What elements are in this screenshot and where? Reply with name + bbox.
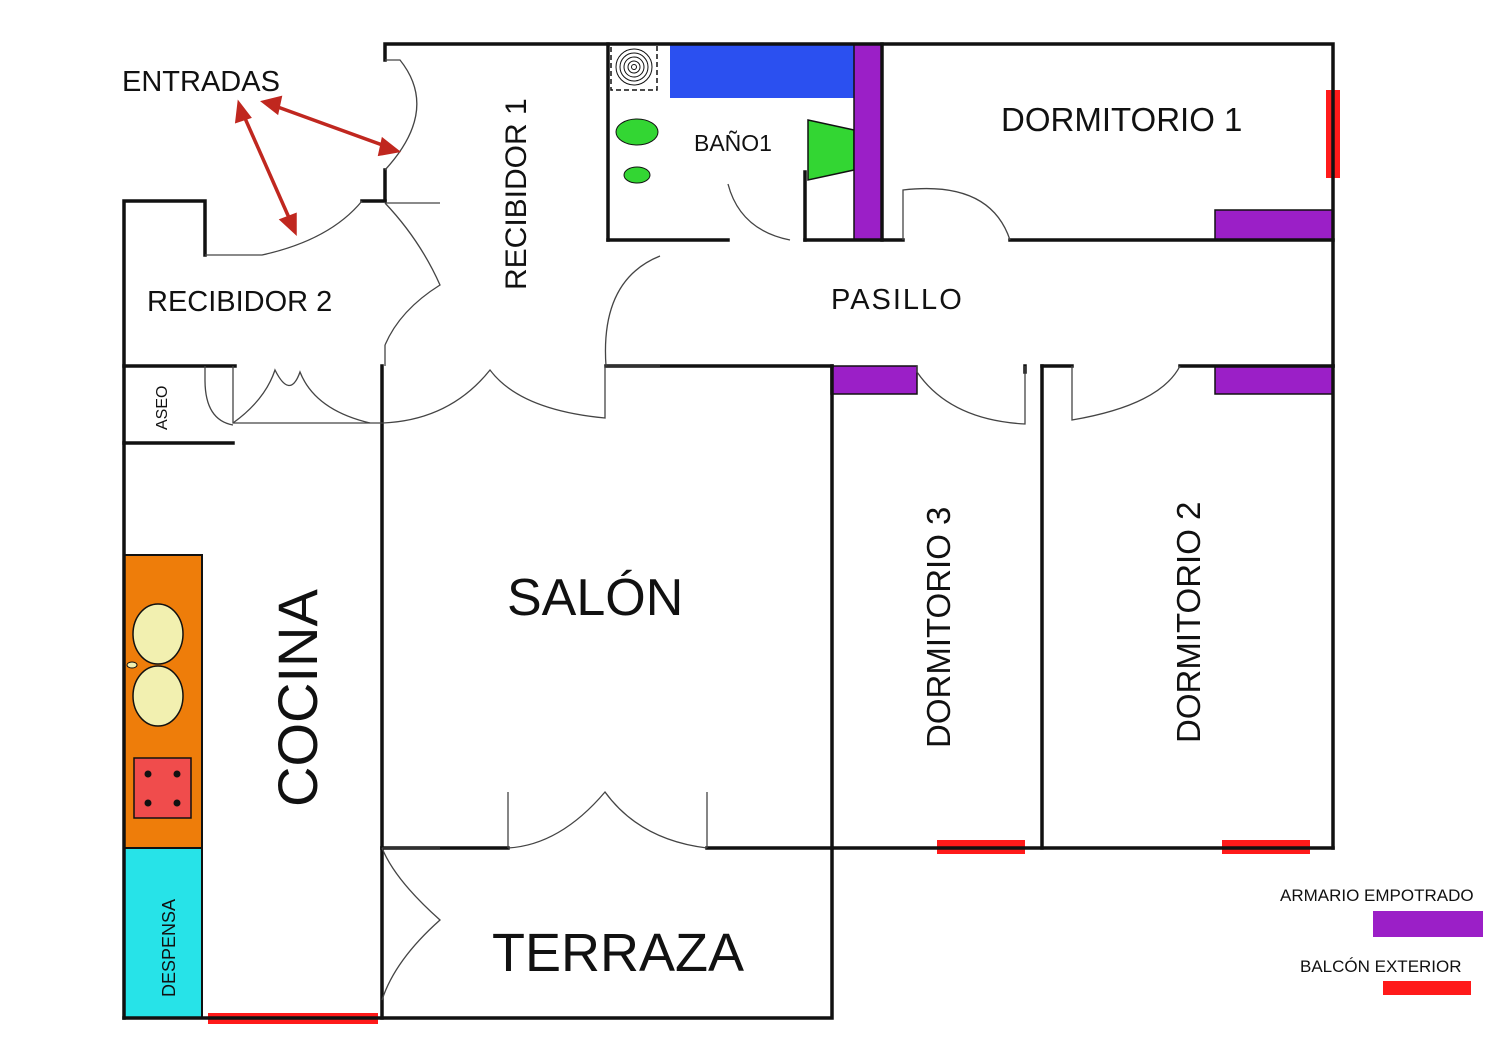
wardrobes: [830, 43, 1334, 395]
bath-sink-icon: [615, 118, 659, 146]
wardrobe-dormitorio-1: [1214, 209, 1334, 241]
stove-burner: [173, 770, 181, 778]
wardrobe-dormitorio-2: [1214, 365, 1334, 395]
entrance-arrows: [234, 95, 402, 236]
aseo-label: ASEO: [154, 386, 171, 430]
kitchen-sink-basin: [132, 665, 184, 727]
pasillo-label: PASILLO: [831, 284, 964, 316]
bidet-icon: [623, 166, 651, 184]
shower-drain-icon: [615, 48, 653, 86]
wardrobe-bano: [853, 43, 883, 241]
kitchen-sink-basin: [132, 603, 184, 665]
walls: [122, 42, 1335, 1020]
faucet-icon: [126, 661, 138, 669]
toilet-icon: [807, 119, 855, 181]
bano-1-label: BAÑO1: [694, 130, 772, 156]
arrow-icon: [242, 115, 292, 221]
arrow-head-icon: [377, 136, 402, 157]
shower-tray: [610, 43, 658, 91]
room-labels: ENTRADAS RECIBIDOR 1 RECIBIDOR 2 BAÑO1 D…: [122, 66, 1242, 997]
stove-burner: [144, 799, 152, 807]
fixtures: [123, 43, 855, 1019]
legend-armario-label: ARMARIO EMPOTRADO: [1280, 886, 1474, 905]
terraza-label: TERRAZA: [492, 923, 744, 983]
arrow-head-icon: [234, 99, 252, 124]
salon-label: SALÓN: [507, 569, 683, 627]
legend-balcon-label: BALCÓN EXTERIOR: [1300, 957, 1462, 976]
dormitorio-2-label: DORMITORIO 2: [1170, 502, 1207, 743]
stove-icon: [133, 757, 192, 819]
legend-armario-swatch: [1373, 911, 1483, 937]
pantry-despensa: [123, 847, 203, 1019]
despensa-label: DESPENSA: [159, 899, 179, 997]
doors: [204, 59, 1181, 1001]
arrow-head-icon: [278, 212, 297, 236]
wardrobe-dormitorio-3: [830, 365, 918, 395]
dormitorio-3-label: DORMITORIO 3: [920, 507, 957, 748]
recibidor-1-label: RECIBIDOR 1: [500, 98, 533, 290]
arrow-icon: [274, 104, 386, 148]
bathtub: [670, 44, 854, 98]
recibidor-2-label: RECIBIDOR 2: [147, 286, 332, 318]
stove-burner: [173, 799, 181, 807]
entradas-label: ENTRADAS: [122, 66, 280, 98]
legend-balcon-swatch: [1383, 981, 1471, 995]
stove-burner: [144, 770, 152, 778]
arrow-head-icon: [260, 95, 283, 116]
dormitorio-1-label: DORMITORIO 1: [1001, 101, 1242, 138]
legend: ARMARIO EMPOTRADO BALCÓN EXTERIOR: [1280, 886, 1483, 995]
cocina-label: COCINA: [266, 589, 329, 807]
